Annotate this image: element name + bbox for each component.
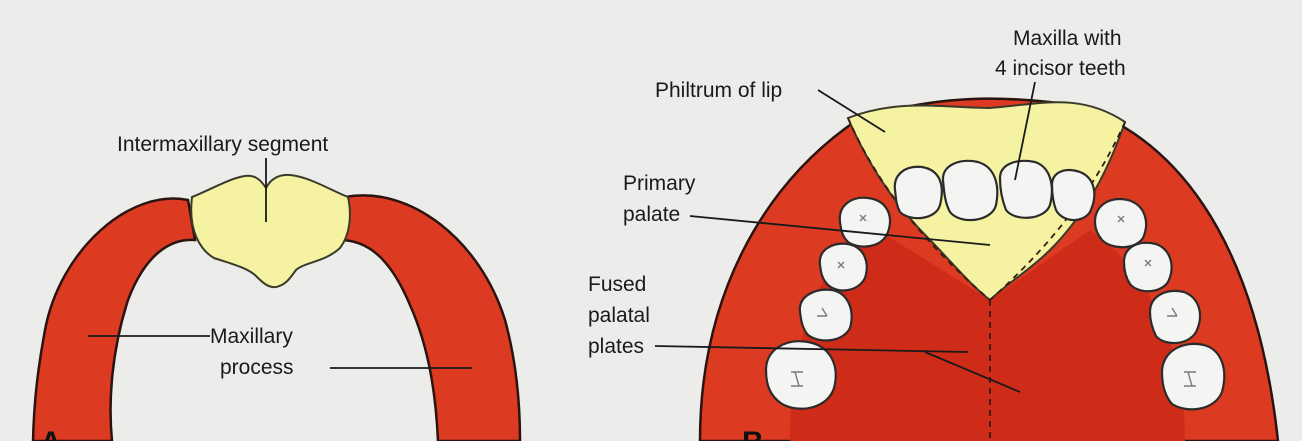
panel-b-letter: B	[742, 426, 764, 441]
fused-palatal-label-line2: palatal	[588, 304, 650, 327]
incisor-tooth	[895, 167, 942, 218]
maxillary-label-line2: process	[220, 356, 294, 379]
maxilla-label-line1: Maxilla with	[1013, 27, 1122, 50]
molar-tooth	[1150, 291, 1200, 343]
maxilla-label-line2: 4 incisor teeth	[995, 57, 1126, 80]
primary-palate-label-line2: palate	[623, 203, 680, 226]
intermaxillary-segment	[191, 175, 350, 287]
molar-tooth	[1124, 243, 1172, 291]
panel-a: Intermaxillary segment Maxillary process…	[33, 133, 520, 441]
incisor-tooth	[1052, 170, 1094, 220]
left-maxillary-process	[33, 199, 195, 441]
philtrum-label: Philtrum of lip	[655, 79, 782, 102]
intermaxillary-segment-label: Intermaxillary segment	[117, 133, 328, 156]
fused-palatal-label-line1: Fused	[588, 273, 646, 296]
fused-palatal-label-line3: plates	[588, 335, 644, 358]
molar-tooth	[840, 198, 890, 247]
molar-tooth	[1095, 199, 1146, 247]
primary-palate-label-line1: Primary	[623, 172, 696, 195]
molar-tooth	[766, 341, 836, 409]
right-maxillary-process	[340, 195, 520, 441]
panel-a-letter: A	[40, 426, 62, 441]
panel-b: Philtrum of lip Maxilla with 4 incisor t…	[588, 27, 1278, 441]
molar-tooth	[1162, 344, 1224, 409]
maxillary-label-line1: Maxillary	[210, 325, 293, 348]
incisor-tooth	[943, 161, 997, 220]
incisor-tooth	[1000, 161, 1052, 218]
